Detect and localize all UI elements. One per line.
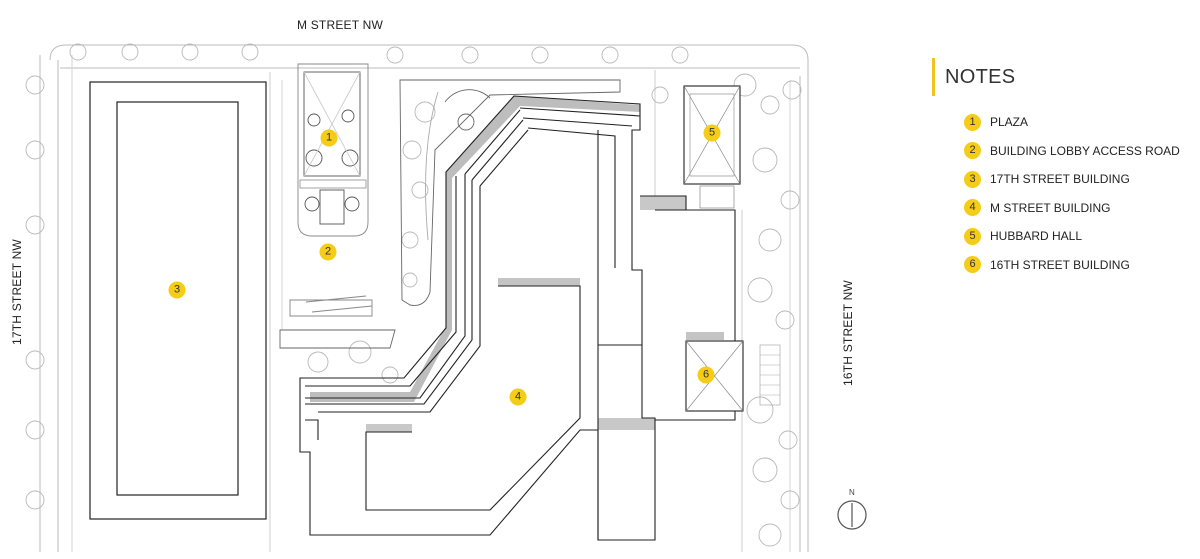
street-label-17th-street: 17TH STREET NW (10, 239, 24, 345)
marker-4: 4 (509, 388, 527, 406)
legend-label: BUILDING LOBBY ACCESS ROAD (990, 143, 1180, 158)
marker-6: 6 (697, 366, 715, 384)
legend-label: 16TH STREET BUILDING (990, 257, 1130, 272)
building-17th-street (89, 81, 267, 520)
legend-item: 5 HUBBARD HALL (964, 222, 1192, 251)
street-trees (25, 43, 802, 547)
building-hubbard-hall (683, 85, 741, 209)
legend-item: 3 17TH STREET BUILDING (964, 165, 1192, 194)
notes-list: 1 PLAZA 2 BUILDING LOBBY ACCESS ROAD 3 1… (964, 108, 1192, 279)
legend-label: PLAZA (990, 115, 1029, 130)
north-arrow-label: N (849, 488, 855, 497)
street-label-16th-street: 16TH STREET NW (841, 280, 855, 386)
marker-5: 5 (703, 124, 721, 142)
building-m-street (299, 95, 736, 541)
plaza (297, 63, 369, 237)
legend-label: HUBBARD HALL (990, 229, 1083, 244)
legend-item: 6 16TH STREET BUILDING (964, 251, 1192, 280)
marker-3: 3 (168, 281, 186, 299)
legend-marker: 2 (964, 142, 981, 160)
notes-title: NOTES (945, 65, 1016, 88)
notes-legend: NOTES 1 PLAZA 2 BUILDING LOBBY ACCESS RO… (932, 58, 1192, 279)
legend-marker: 4 (964, 199, 981, 217)
marker-2: 2 (319, 243, 337, 261)
legend-marker: 3 (964, 170, 981, 188)
legend-label: M STREET BUILDING (990, 200, 1111, 215)
legend-label: 17TH STREET BUILDING (990, 172, 1130, 187)
marker-1: 1 (320, 129, 338, 147)
legend-item: 2 BUILDING LOBBY ACCESS ROAD (964, 137, 1192, 166)
site-boundary (39, 44, 809, 552)
building-16th-street (685, 332, 781, 412)
legend-item: 1 PLAZA (964, 108, 1192, 137)
legend-marker: 6 (964, 256, 981, 274)
north-arrow-icon (837, 500, 867, 530)
legend-item: 4 M STREET BUILDING (964, 194, 1192, 223)
notes-header: NOTES (932, 58, 1192, 96)
courtyard-landscape (279, 79, 621, 349)
legend-marker: 1 (964, 113, 981, 131)
street-label-m-street: M STREET NW (297, 18, 383, 32)
legend-marker: 5 (964, 227, 981, 245)
